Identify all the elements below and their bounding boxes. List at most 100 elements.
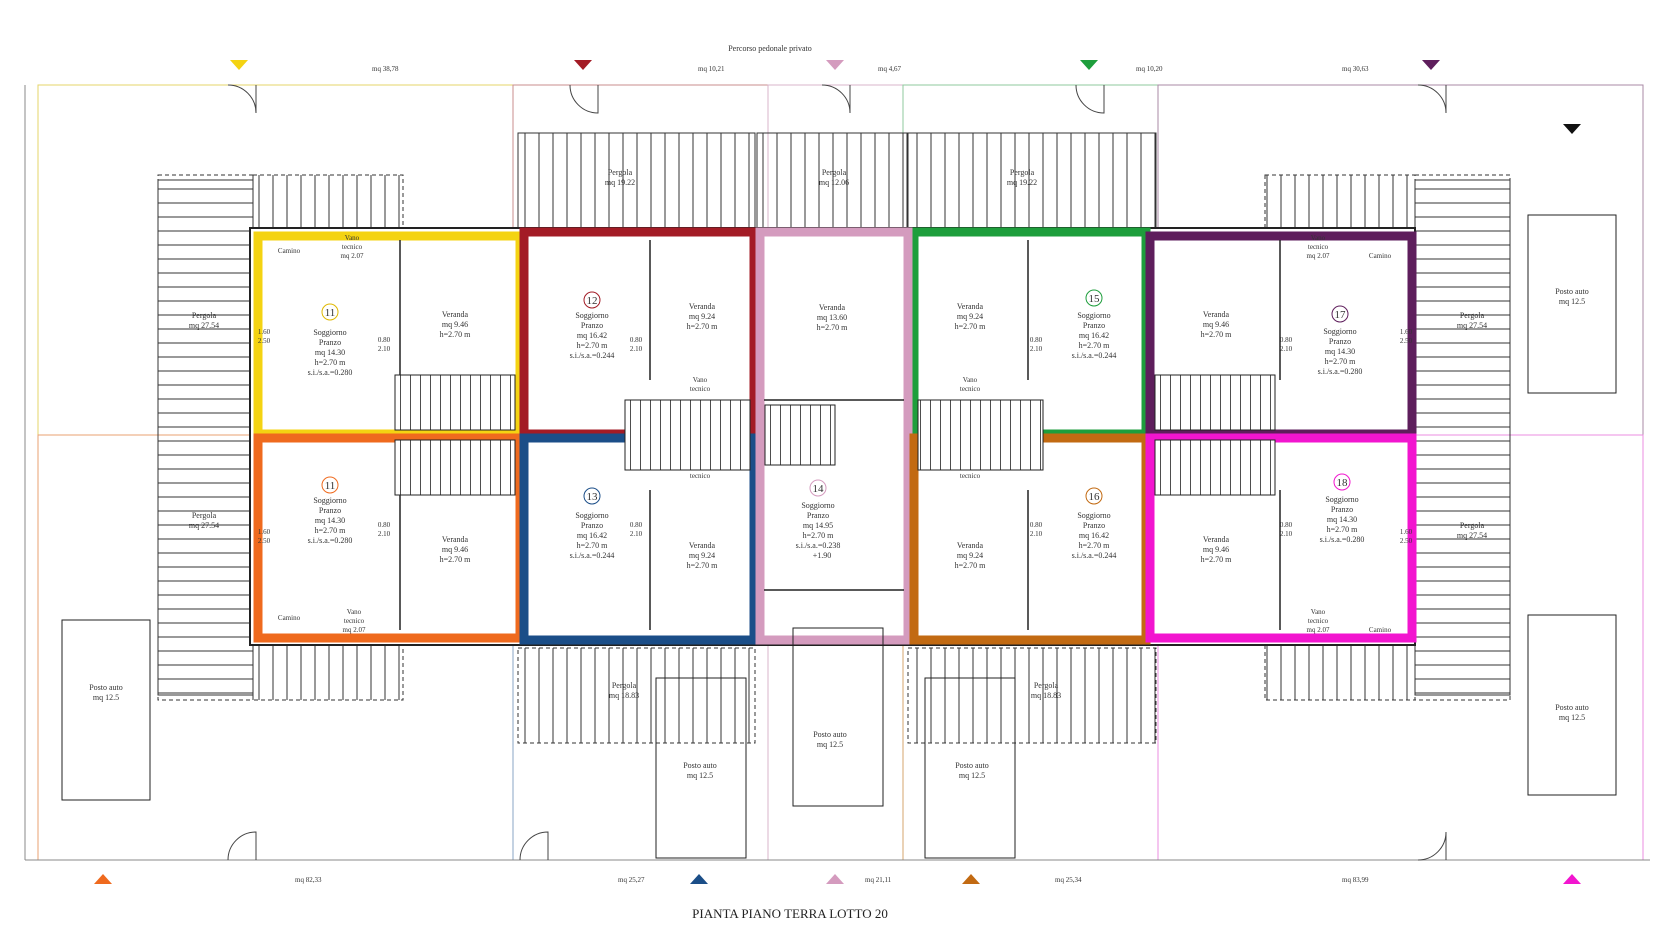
doors bbox=[227, 84, 1447, 861]
svg-text:h=2.70 m: h=2.70 m bbox=[803, 531, 835, 540]
svg-text:mq 27.54: mq 27.54 bbox=[1457, 531, 1487, 540]
svg-text:h=2.70 m: h=2.70 m bbox=[1327, 525, 1359, 534]
svg-text:mq 2.07: mq 2.07 bbox=[341, 252, 364, 260]
svg-text:tecnico: tecnico bbox=[960, 385, 981, 393]
svg-text:s.i./s.a.=0.244: s.i./s.a.=0.244 bbox=[1072, 551, 1117, 560]
garden-top-2: mq 10,21 bbox=[698, 65, 725, 73]
svg-text:Pergola: Pergola bbox=[192, 311, 217, 320]
svg-text:Soggiorno: Soggiorno bbox=[801, 501, 834, 510]
svg-text:s.i./s.a.=0.244: s.i./s.a.=0.244 bbox=[570, 551, 615, 560]
pergola-structures bbox=[157, 132, 1511, 744]
svg-text:Posto auto: Posto auto bbox=[813, 730, 847, 739]
svg-text:Soggiorno: Soggiorno bbox=[1077, 511, 1110, 520]
svg-text:mq 16.42: mq 16.42 bbox=[1079, 531, 1109, 540]
svg-text:mq 12.5: mq 12.5 bbox=[817, 740, 843, 749]
svg-text:s.i./s.a.=0.280: s.i./s.a.=0.280 bbox=[1318, 367, 1363, 376]
garden-top-5: mq 30,63 bbox=[1342, 65, 1369, 73]
svg-text:Soggiorno: Soggiorno bbox=[575, 511, 608, 520]
svg-text:0.80: 0.80 bbox=[1280, 521, 1293, 529]
svg-text:17: 17 bbox=[1335, 309, 1347, 321]
svg-text:tecnico: tecnico bbox=[342, 243, 363, 251]
svg-text:h=2.70 m: h=2.70 m bbox=[1201, 555, 1233, 564]
svg-text:mq 9.46: mq 9.46 bbox=[1203, 320, 1229, 329]
marker-red bbox=[574, 60, 592, 70]
svg-text:s.i./s.a.=0.238: s.i./s.a.=0.238 bbox=[796, 541, 841, 550]
svg-text:Soggiorno: Soggiorno bbox=[313, 328, 346, 337]
svg-text:mq 12.5: mq 12.5 bbox=[1559, 297, 1585, 306]
svg-text:mq 14.30: mq 14.30 bbox=[315, 348, 345, 357]
marker-green bbox=[1080, 60, 1098, 70]
svg-text:tecnico: tecnico bbox=[690, 385, 711, 393]
garden-bottom-3: mq 21,11 bbox=[865, 876, 892, 884]
svg-text:Vano: Vano bbox=[1311, 234, 1326, 242]
svg-text:mq 12.06: mq 12.06 bbox=[819, 178, 849, 187]
svg-text:mq 19.22: mq 19.22 bbox=[1007, 178, 1037, 187]
svg-text:h=2.70 m: h=2.70 m bbox=[817, 323, 849, 332]
svg-text:h=2.70 m: h=2.70 m bbox=[1325, 357, 1357, 366]
svg-text:mq 9.46: mq 9.46 bbox=[1203, 545, 1229, 554]
stairs bbox=[394, 374, 1276, 496]
svg-text:mq 27.54: mq 27.54 bbox=[189, 321, 219, 330]
svg-text:Soggiorno: Soggiorno bbox=[1077, 311, 1110, 320]
svg-text:mq 9.24: mq 9.24 bbox=[957, 551, 983, 560]
unit-14-walls bbox=[755, 227, 913, 645]
svg-text:Pergola: Pergola bbox=[822, 168, 847, 177]
svg-text:Pranzo: Pranzo bbox=[1083, 321, 1105, 330]
marker-purple bbox=[1422, 60, 1440, 70]
svg-text:Posto auto: Posto auto bbox=[955, 761, 989, 770]
dimension-label: 0.802.10 0.802.10 0.802.10 0.802.10 0.80… bbox=[258, 328, 1413, 545]
svg-text:h=2.70 m: h=2.70 m bbox=[1079, 541, 1111, 550]
svg-text:16: 16 bbox=[1089, 491, 1101, 503]
svg-text:Pranzo: Pranzo bbox=[1329, 337, 1351, 346]
svg-text:mq 16.42: mq 16.42 bbox=[577, 331, 607, 340]
svg-text:Veranda: Veranda bbox=[689, 541, 716, 550]
svg-text:Veranda: Veranda bbox=[442, 310, 469, 319]
svg-text:mq 9.46: mq 9.46 bbox=[442, 320, 468, 329]
svg-text:Soggiorno: Soggiorno bbox=[1323, 327, 1356, 336]
svg-text:mq 12.5: mq 12.5 bbox=[93, 693, 119, 702]
svg-text:2.50: 2.50 bbox=[258, 537, 271, 545]
garden-top-1: mq 38,78 bbox=[372, 65, 399, 73]
svg-text:h=2.70 m: h=2.70 m bbox=[1079, 341, 1111, 350]
svg-text:12: 12 bbox=[587, 295, 598, 307]
svg-text:Pergola: Pergola bbox=[612, 681, 637, 690]
labels: Percorso pedonale privato PIANTA PIANO T… bbox=[89, 44, 1589, 921]
svg-text:Pranzo: Pranzo bbox=[581, 521, 603, 530]
svg-text:Soggiorno: Soggiorno bbox=[575, 311, 608, 320]
svg-text:mq 18.83: mq 18.83 bbox=[609, 691, 639, 700]
svg-text:Camino: Camino bbox=[1369, 626, 1392, 634]
svg-text:tecnico: tecnico bbox=[1308, 617, 1329, 625]
svg-text:Pranzo: Pranzo bbox=[581, 321, 603, 330]
svg-text:2.10: 2.10 bbox=[1030, 345, 1043, 353]
svg-text:Pergola: Pergola bbox=[1034, 681, 1059, 690]
top-path-label: Percorso pedonale privato bbox=[728, 44, 812, 53]
svg-text:0.80: 0.80 bbox=[1030, 521, 1043, 529]
marker-magenta bbox=[1563, 874, 1581, 884]
svg-text:mq 16.42: mq 16.42 bbox=[1079, 331, 1109, 340]
svg-text:2.10: 2.10 bbox=[1280, 530, 1293, 538]
svg-text:mq 16.42: mq 16.42 bbox=[577, 531, 607, 540]
svg-text:2.10: 2.10 bbox=[630, 345, 643, 353]
svg-text:Veranda: Veranda bbox=[1203, 310, 1230, 319]
svg-text:h=2.70 m: h=2.70 m bbox=[315, 526, 347, 535]
svg-text:h=2.70 m: h=2.70 m bbox=[687, 561, 719, 570]
svg-text:mq 12.5: mq 12.5 bbox=[687, 771, 713, 780]
svg-text:2.10: 2.10 bbox=[1030, 530, 1043, 538]
garden-bottom-4: mq 25,34 bbox=[1055, 876, 1082, 884]
svg-text:Veranda: Veranda bbox=[1203, 535, 1230, 544]
svg-text:mq 9.24: mq 9.24 bbox=[689, 551, 715, 560]
svg-text:2.10: 2.10 bbox=[1280, 345, 1293, 353]
svg-text:Veranda: Veranda bbox=[689, 302, 716, 311]
svg-text:0.80: 0.80 bbox=[1030, 336, 1043, 344]
svg-text:Posto auto: Posto auto bbox=[1555, 287, 1589, 296]
